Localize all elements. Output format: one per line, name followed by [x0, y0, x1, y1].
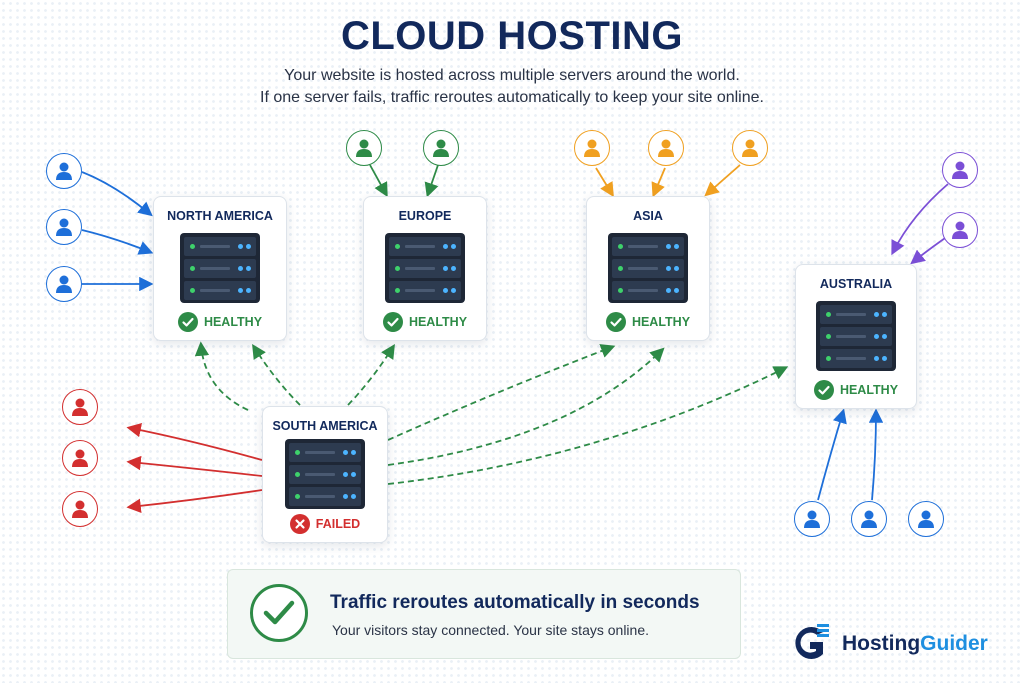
hostingguider-logo-icon	[795, 624, 829, 659]
server-rack-icon	[816, 301, 896, 371]
user-icon-na-2	[46, 209, 82, 245]
check-circle-icon	[605, 312, 626, 332]
reroute-to-au	[387, 366, 789, 485]
user-icon-au-1	[942, 152, 978, 188]
status-badge: HEALTHY	[364, 312, 486, 332]
reroute-to-na-2	[252, 343, 301, 406]
status-badge: HEALTHY	[587, 312, 709, 332]
status-text: HEALTHY	[839, 383, 899, 397]
eu-user-arrow-2	[424, 164, 439, 198]
callout-text: Your visitors stay connected. Your site …	[332, 622, 649, 638]
reroute-to-asia-2	[387, 347, 665, 466]
user-icon-eu-2	[423, 130, 459, 166]
check-circle-icon	[813, 380, 834, 400]
region-name: ASIA	[633, 209, 663, 223]
na-user-arrow-2	[81, 229, 154, 255]
user-icon-au-5	[908, 501, 944, 537]
sa-user-arrow-2	[126, 455, 263, 477]
server-rack-icon	[608, 233, 688, 303]
subtitle-line-1: Your website is hosted across multiple s…	[284, 67, 740, 84]
au-user-arrow-1	[891, 183, 949, 256]
region-name: NORTH AMERICA	[167, 209, 273, 223]
au-user-arrow-3	[817, 408, 847, 501]
x-circle-icon	[289, 514, 310, 534]
check-circle-icon	[177, 312, 198, 332]
user-icon-eu-1	[346, 130, 382, 166]
region-card-north-america: NORTH AMERICA HEALTHY	[153, 196, 287, 341]
server-rack-icon	[385, 233, 465, 303]
status-text: HEALTHY	[203, 315, 263, 329]
user-icon-sa-1	[62, 389, 98, 425]
asia-user-arrow-1	[595, 167, 614, 198]
eu-user-arrow-1	[369, 164, 388, 198]
user-icon-au-2	[942, 212, 978, 248]
region-card-south-america: SOUTH AMERICA FAILED	[262, 406, 388, 543]
check-circle-icon	[382, 312, 403, 332]
user-icon-sa-3	[62, 491, 98, 527]
status-badge: HEALTHY	[154, 312, 286, 332]
status-text: FAILED	[315, 517, 361, 531]
region-card-europe: EUROPE HEALTHY	[363, 196, 487, 341]
region-name: SOUTH AMERICA	[272, 419, 378, 433]
asia-user-arrow-2	[651, 167, 666, 198]
user-icon-asia-1	[574, 130, 610, 166]
au-user-arrow-2	[910, 235, 949, 265]
page-title: CLOUD HOSTING	[340, 14, 684, 58]
sa-user-arrow-3	[126, 489, 263, 514]
reroute-callout: Traffic reroutes automatically in second…	[227, 569, 741, 659]
brand-name: HostingGuider	[842, 632, 988, 656]
status-badge: FAILED	[263, 514, 387, 534]
region-name: AUSTRALIA	[819, 277, 893, 291]
status-text: HEALTHY	[631, 315, 691, 329]
user-icon-au-3	[794, 501, 830, 537]
brand-name-part-2: Guider	[920, 632, 988, 655]
status-text: HEALTHY	[408, 315, 468, 329]
region-card-australia: AUSTRALIA HEALTHY	[795, 264, 917, 409]
brand-logo: HostingGuider	[790, 622, 1010, 666]
user-icon-sa-2	[62, 440, 98, 476]
reroute-to-asia-1	[387, 344, 616, 441]
reroute-to-eu	[347, 343, 395, 406]
na-user-arrow-1	[81, 171, 153, 217]
user-icon-asia-2	[648, 130, 684, 166]
reroute-to-na-1	[194, 341, 249, 411]
au-user-arrow-4	[868, 408, 884, 501]
brand-name-part-1: Hosting	[842, 632, 921, 655]
region-card-asia: ASIA HEALTHY	[586, 196, 710, 341]
user-icon-au-4	[851, 501, 887, 537]
status-badge: HEALTHY	[796, 380, 916, 400]
subtitle-line-2: If one server fails, traffic reroutes au…	[260, 89, 764, 106]
server-rack-icon	[180, 233, 260, 303]
asia-user-arrow-3	[704, 164, 741, 197]
callout-heading: Traffic reroutes automatically in second…	[330, 592, 700, 613]
sa-user-arrow-1	[126, 423, 263, 461]
region-name: EUROPE	[398, 209, 452, 223]
server-rack-icon	[285, 439, 365, 509]
user-icon-na-1	[46, 153, 82, 189]
user-icon-asia-3	[732, 130, 768, 166]
user-icon-na-3	[46, 266, 82, 302]
check-circle-icon	[250, 584, 308, 642]
